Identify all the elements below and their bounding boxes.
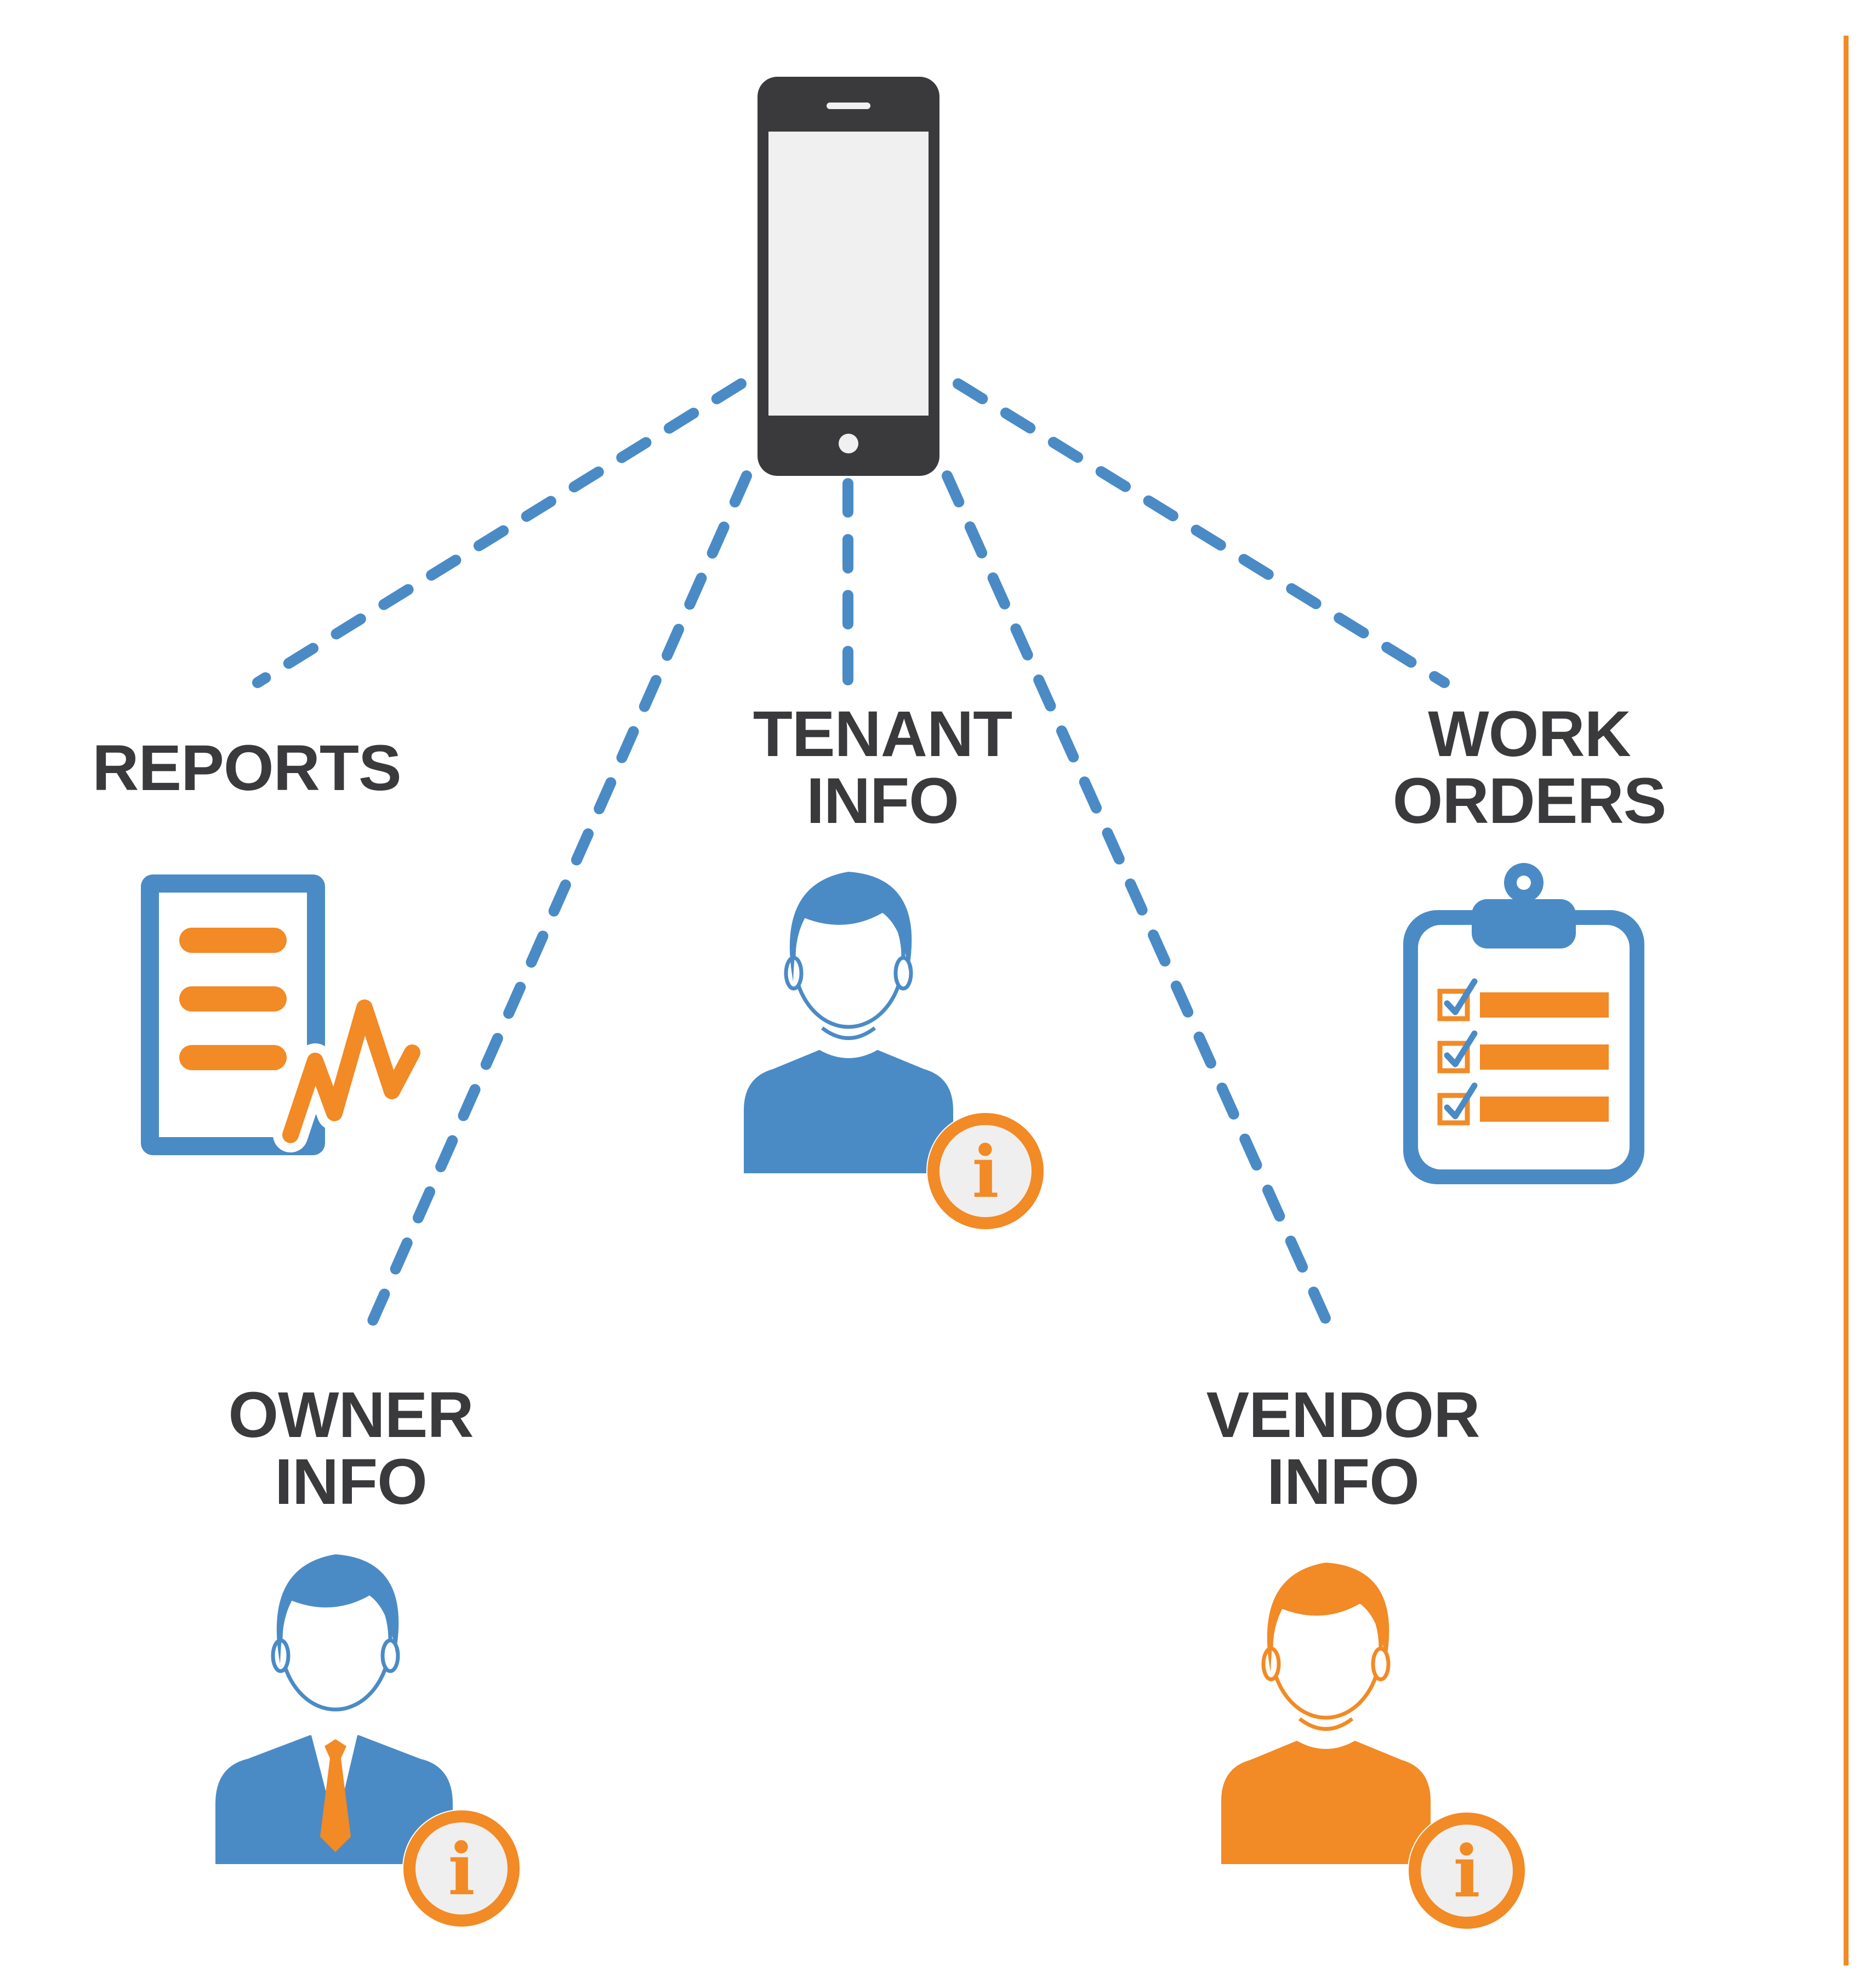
owner-info-label: OWNER INFO	[170, 1382, 532, 1515]
vendor-info-badge-icon: i	[1408, 1811, 1526, 1930]
reports-label: REPORTS	[66, 735, 428, 802]
vendor-info-badge-glyph: i	[1453, 1830, 1480, 1913]
vendor-info-label: VENDOR INFO	[1162, 1382, 1524, 1515]
work-orders-label-line-1: WORK	[1428, 698, 1631, 770]
tenant-person-icon	[744, 872, 953, 1173]
owner-info-badge-icon: i	[402, 1809, 521, 1928]
smartphone-icon	[758, 77, 939, 476]
tenant-info-label: TENANT INFO	[702, 701, 1063, 834]
work-orders-label-line-2: ORDERS	[1392, 765, 1667, 837]
vendor-info-label-line-2: INFO	[1267, 1446, 1420, 1518]
vendor-person-icon	[1221, 1563, 1431, 1864]
connector-vendor-info	[942, 470, 1335, 1332]
report-chart-icon	[141, 874, 430, 1155]
clipboard-checklist-icon	[1403, 863, 1644, 1184]
tenant-info-label-line-2: INFO	[806, 765, 959, 837]
connector-owner-info	[365, 470, 752, 1332]
owner-info-badge-glyph: i	[448, 1827, 475, 1911]
businessman-icon	[215, 1554, 453, 1864]
tenant-info-badge-icon: i	[926, 1112, 1045, 1230]
work-orders-label: WORK ORDERS	[1348, 701, 1710, 834]
reports-label-line-1: REPORTS	[92, 732, 401, 804]
tenant-info-label-line-1: TENANT	[753, 698, 1013, 770]
connector-reports	[252, 378, 747, 688]
connector-work-orders	[953, 378, 1450, 688]
tenant-info-badge-glyph: i	[972, 1130, 999, 1214]
owner-info-label-line-2: INFO	[275, 1446, 428, 1518]
vendor-info-label-line-1: VENDOR	[1206, 1379, 1480, 1451]
owner-info-label-line-1: OWNER	[228, 1379, 474, 1451]
connector-lines	[252, 378, 1450, 1332]
